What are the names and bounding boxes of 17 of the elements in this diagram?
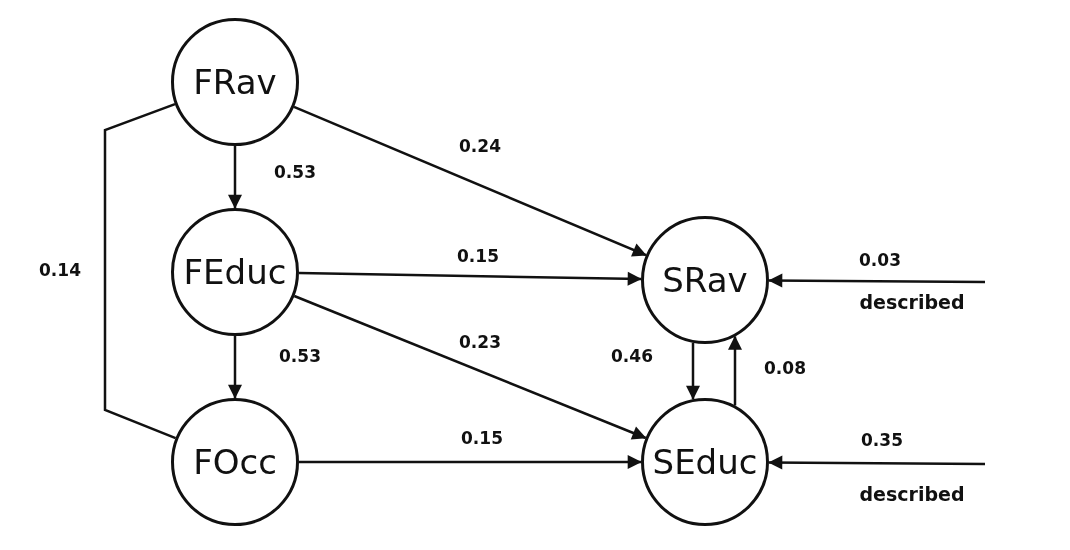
arrow (293, 294, 647, 440)
residual-label: described (859, 291, 965, 313)
arrow (228, 336, 242, 399)
arrow (728, 335, 742, 406)
arrow (293, 105, 647, 257)
arrow (768, 455, 985, 470)
variable-name: SEduc (652, 442, 758, 482)
arrow (768, 273, 985, 288)
arrow (299, 455, 642, 469)
arrow (228, 146, 242, 209)
variable-name: FEduc (183, 252, 287, 292)
arrow (298, 271, 642, 286)
variable-name: SRav (662, 260, 748, 300)
residual-label: described (859, 483, 965, 505)
variable-name: FRav (193, 62, 277, 102)
variable-name: FOcc (193, 442, 277, 482)
arrow (686, 342, 700, 400)
